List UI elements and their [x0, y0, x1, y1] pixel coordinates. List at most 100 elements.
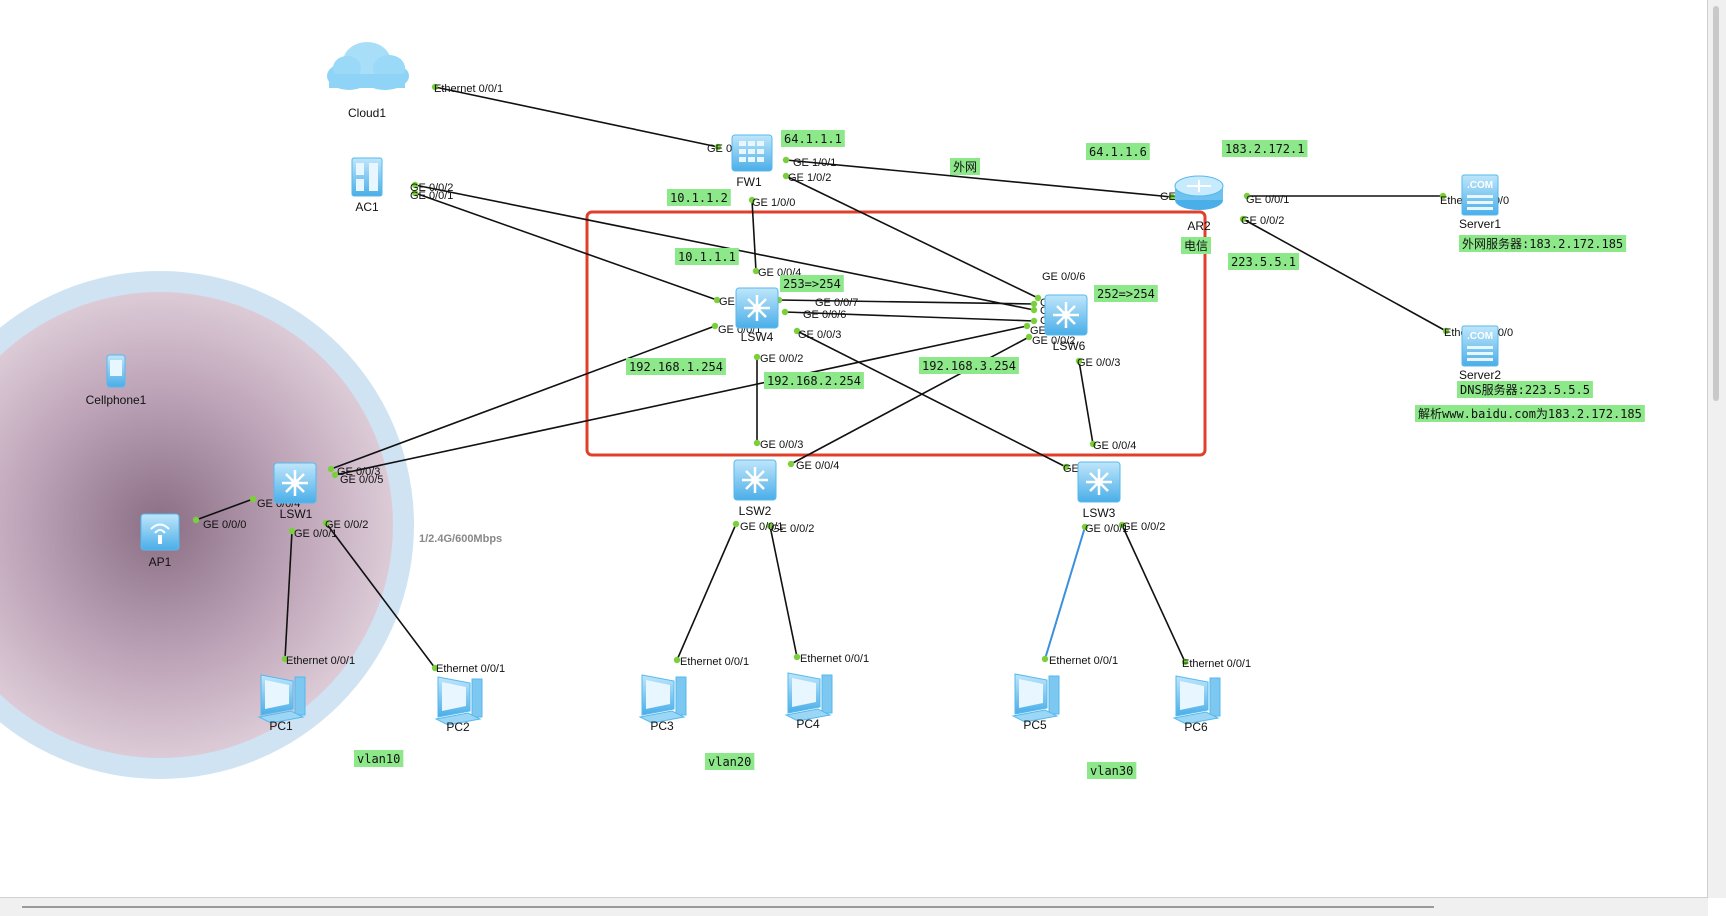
- device-lsw4[interactable]: LSW4: [735, 287, 779, 344]
- svg-text:64.1.1.1: 64.1.1.1: [784, 132, 842, 146]
- svg-text:10.1.1.2: 10.1.1.2: [670, 191, 728, 205]
- port-label: Ethernet 0/0/1: [1182, 658, 1251, 670]
- svg-text:DNS服务器:223.5.5.5: DNS服务器:223.5.5.5: [1460, 382, 1590, 397]
- port-label: GE 1/0/2: [788, 172, 831, 184]
- link-lsw3-pc6[interactable]: [1121, 524, 1186, 663]
- port-dot: [793, 653, 801, 661]
- device-label: Cellphone1: [86, 393, 147, 407]
- pc-icon: [257, 674, 306, 724]
- cloud-icon: [327, 42, 409, 90]
- port-label: GE 0/0/2: [760, 353, 803, 365]
- horizontal-scrollbar-thumb[interactable]: [22, 906, 1434, 908]
- port-label: GE 0/0/4: [796, 460, 839, 472]
- device-pc1[interactable]: PC1: [257, 674, 306, 733]
- link-lsw6-lsw3[interactable]: [1078, 360, 1094, 445]
- device-server1[interactable]: .COM Server1: [1459, 174, 1501, 231]
- svg-text:电信: 电信: [1184, 239, 1208, 253]
- port-label: GE 1/0/0: [752, 197, 795, 209]
- vertical-scrollbar-thumb[interactable]: [1713, 6, 1719, 401]
- link-lsw4-lsw6[interactable]: [778, 299, 1035, 305]
- port-dot: [1041, 655, 1049, 663]
- port-dot: [1439, 192, 1447, 200]
- link-lsw4-lsw6[interactable]: [784, 311, 1035, 322]
- port-dot: [793, 327, 801, 335]
- port-label: GE 0/0/2: [410, 182, 453, 194]
- device-pc2[interactable]: PC2: [434, 676, 483, 734]
- svg-text:外网服务器:183.2.172.185: 外网服务器:183.2.172.185: [1462, 236, 1623, 251]
- device-cloud1[interactable]: Cloud1: [327, 42, 409, 120]
- link-lsw4-lsw1[interactable]: [330, 325, 716, 470]
- firewall-icon: [731, 134, 773, 172]
- tag-lsw6-priority: 252=>254: [1094, 285, 1158, 302]
- port-dot: [411, 189, 419, 197]
- port-dot: [1023, 322, 1031, 330]
- link-lsw4-lsw3[interactable]: [796, 330, 1067, 468]
- svg-text:192.168.3.254: 192.168.3.254: [922, 359, 1016, 373]
- links-layer: [195, 86, 1447, 669]
- port-dot: [787, 460, 795, 468]
- device-label: LSW4: [741, 330, 774, 344]
- port-label: Ethernet 0/0/1: [800, 653, 869, 665]
- device-ac1[interactable]: AC1: [351, 157, 383, 214]
- link-lsw1-pc2[interactable]: [325, 522, 436, 669]
- device-lsw6[interactable]: LSW6: [1044, 294, 1088, 353]
- link-lsw1-pc1[interactable]: [284, 530, 293, 660]
- device-fw1[interactable]: FW1: [731, 134, 773, 189]
- switch-icon: [1077, 461, 1121, 503]
- horizontal-scrollbar[interactable]: [0, 897, 1708, 916]
- device-pc6[interactable]: PC6: [1172, 675, 1221, 734]
- wifi-coverage-area: [0, 271, 414, 779]
- device-label: Cloud1: [348, 106, 386, 120]
- port-dot: [281, 655, 289, 663]
- core-switch-highlight-box: [585, 210, 1207, 457]
- switch-icon: [273, 462, 317, 504]
- link-lsw6-lsw2[interactable]: [790, 336, 1030, 465]
- device-lsw2[interactable]: LSW2: [733, 459, 777, 518]
- device-pc3[interactable]: PC3: [638, 674, 687, 733]
- link-fw1-ar2[interactable]: [785, 159, 1173, 198]
- link-lsw6-lsw1[interactable]: [334, 325, 1028, 476]
- link-fw1-lsw4[interactable]: [751, 199, 757, 272]
- link-lsw3-pc5[interactable]: [1044, 526, 1086, 660]
- pc-icon: [638, 674, 687, 724]
- svg-text:.COM: .COM: [1467, 180, 1493, 191]
- vertical-scrollbar[interactable]: [1707, 0, 1726, 898]
- link-ar2-server2[interactable]: [1242, 218, 1447, 332]
- device-pc5[interactable]: PC5: [1011, 673, 1060, 732]
- device-label: Server1: [1459, 217, 1501, 231]
- link-ac1-lsw6[interactable]: [414, 184, 1035, 311]
- svg-text:183.2.172.1: 183.2.172.1: [1225, 142, 1304, 156]
- topology-diagram[interactable]: Ethernet 0/0/1GE 0/0/0GE 1/0/1GE 0/0/0GE…: [0, 0, 1708, 898]
- access-controller-icon: [351, 157, 383, 197]
- link-lsw1-ap1[interactable]: [195, 498, 254, 521]
- device-ap1[interactable]: AP1: [140, 513, 180, 569]
- link-lsw2-pc3[interactable]: [676, 523, 737, 661]
- device-ar2[interactable]: AR2: [1174, 175, 1224, 233]
- device-label: LSW1: [280, 507, 313, 521]
- port-dot: [1030, 317, 1038, 325]
- device-pc4[interactable]: PC4: [784, 672, 833, 731]
- device-label: LSW6: [1053, 339, 1086, 353]
- access-point-icon: [140, 513, 180, 551]
- svg-text:解析www.baidu.com为183.2.172.185: 解析www.baidu.com为183.2.172.185: [1418, 407, 1642, 421]
- link-ac1-lsw4[interactable]: [414, 192, 718, 301]
- tag-ar2-server-ip: 183.2.172.1: [1222, 140, 1308, 157]
- device-lsw1[interactable]: LSW1: [273, 462, 317, 521]
- link-lsw2-pc4[interactable]: [769, 525, 798, 658]
- device-label: AR2: [1187, 219, 1211, 233]
- link-fw1-lsw6[interactable]: [785, 175, 1039, 299]
- device-lsw3[interactable]: LSW3: [1077, 461, 1121, 520]
- pc-icon: [1172, 675, 1221, 725]
- link-cloud1-fw1[interactable]: [434, 86, 719, 148]
- port-dot: [1034, 294, 1042, 302]
- tag-vlan20-gateway: 192.168.2.254: [764, 372, 864, 389]
- device-cellphone1[interactable]: Cellphone1: [86, 354, 147, 407]
- port-dot: [1075, 357, 1083, 365]
- tag-vlan30-label: vlan30: [1087, 762, 1137, 779]
- port-dot: [249, 495, 257, 503]
- devices-layer[interactable]: Cloud1AC1FW1AR2.COMServer1.COMServer2LSW…: [86, 42, 1502, 734]
- port-label: GE 0/0/6: [1042, 271, 1085, 283]
